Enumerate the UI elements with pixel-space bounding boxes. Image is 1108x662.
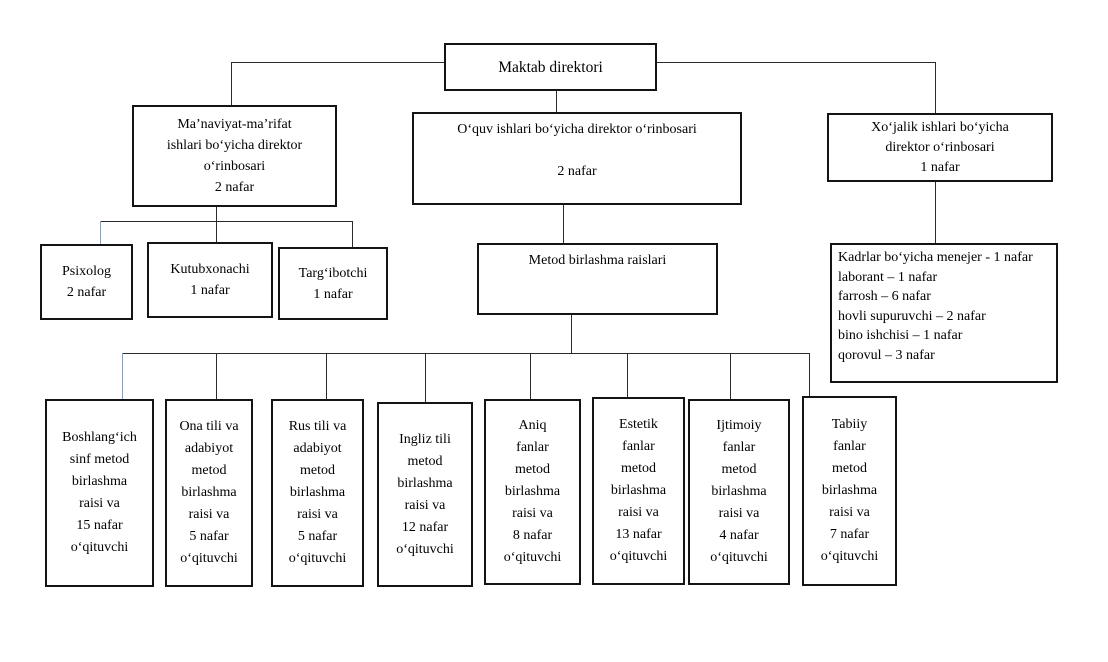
connector-line <box>216 207 217 221</box>
node-method-unit-rus-tili: Rus tili va adabiyot metod birlashma rai… <box>271 399 364 587</box>
connector-line <box>326 353 327 399</box>
node-method-unit-ijtimoiy-fanlar: Ijtimoiy fanlar metod birlashma raisi va… <box>688 399 790 585</box>
connector-line <box>352 221 353 247</box>
connector-line <box>100 221 101 244</box>
connector-line <box>935 182 936 243</box>
connector-line <box>100 221 352 222</box>
node-metod-birlashma-raislari: Metod birlashma raislari <box>477 243 718 315</box>
connector-line <box>809 353 810 396</box>
connector-line <box>231 62 232 105</box>
connector-line <box>425 353 426 402</box>
node-method-unit-estetik-fanlar: Estetik fanlar metod birlashma raisi va … <box>592 397 685 585</box>
connector-line <box>556 91 557 112</box>
node-deputy-manaviyat: Maʼnaviyat-maʼrifat ishlari boʻyicha dir… <box>132 105 337 207</box>
connector-line <box>216 221 217 242</box>
node-kadrlar-staff-list: Kadrlar boʻyicha menejer - 1 nafar labor… <box>830 243 1058 383</box>
connector-line <box>122 353 123 399</box>
connector-line <box>563 205 564 243</box>
node-deputy-xojalik: Xoʻjalik ishlari boʻyicha direktor oʻrin… <box>827 113 1053 182</box>
connector-line <box>530 353 531 399</box>
connector-line <box>730 353 731 399</box>
node-kutubxonachi: Kutubxonachi 1 nafar <box>147 242 273 318</box>
connector-line <box>935 62 936 113</box>
connector-line <box>657 62 935 63</box>
node-method-unit-boshlangich: Boshlangʻich sinf metod birlashma raisi … <box>45 399 154 587</box>
connector-line <box>231 62 444 63</box>
connector-line <box>122 353 809 354</box>
connector-line <box>216 353 217 399</box>
node-method-unit-tabiiy-fanlar: Tabiiy fanlar metod birlashma raisi va 7… <box>802 396 897 586</box>
node-school-director: Maktab direktori <box>444 43 657 91</box>
node-targibotchi: Targʻibotchi 1 nafar <box>278 247 388 320</box>
node-method-unit-ona-tili: Ona tili va adabiyot metod birlashma rai… <box>165 399 253 587</box>
node-psixolog: Psixolog 2 nafar <box>40 244 133 320</box>
node-method-unit-aniq-fanlar: Aniq fanlar metod birlashma raisi va 8 n… <box>484 399 581 585</box>
connector-line <box>571 315 572 353</box>
node-method-unit-ingliz-tili: Ingliz tili metod birlashma raisi va 12 … <box>377 402 473 587</box>
node-deputy-oquv: Oʻquv ishlari boʻyicha direktor oʻrinbos… <box>412 112 742 205</box>
connector-line <box>627 353 628 397</box>
